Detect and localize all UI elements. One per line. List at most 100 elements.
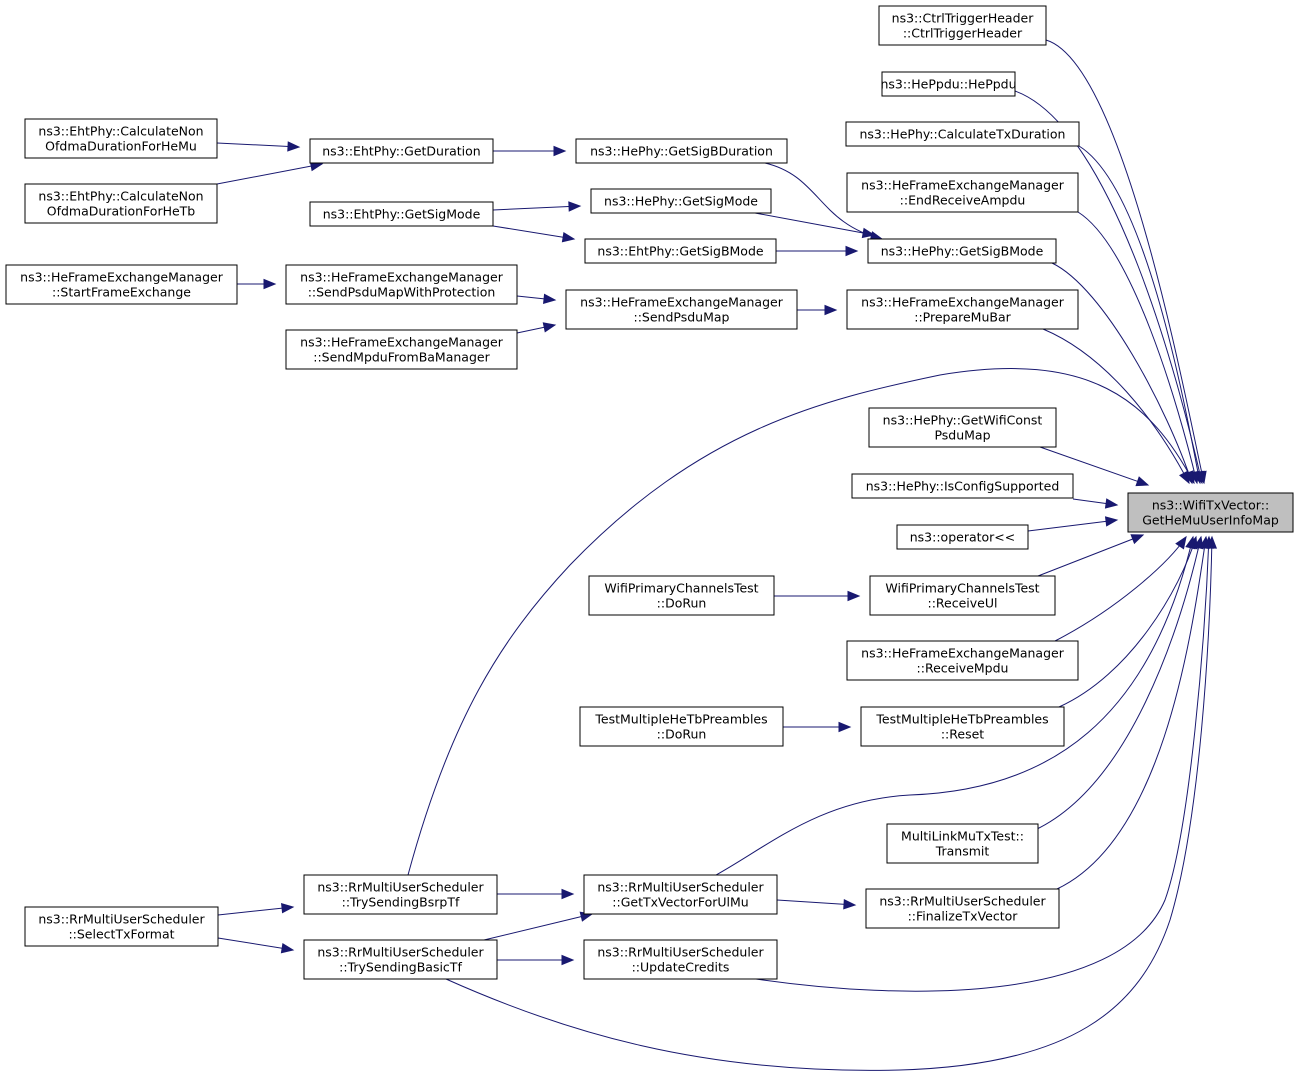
edge-n15-n14 — [516, 293, 557, 305]
edge-arrowhead — [843, 899, 857, 910]
edge-line — [216, 163, 323, 185]
node-label: ns3::HeFrameExchangeManager — [861, 295, 1065, 310]
node-box — [1127, 492, 1294, 533]
node-label: ::TrySendingBsrpTf — [342, 895, 460, 910]
node-label: ns3::HePhy::GetSigBDuration — [590, 144, 773, 159]
node-label: ::SendPsduMap — [634, 310, 730, 325]
function-node[interactable]: ns3::EhtPhy::GetSigMode — [309, 201, 494, 227]
node-label: GetHeMuUserInfoMap — [1142, 513, 1279, 528]
node-box — [590, 188, 772, 214]
node-label: ns3::RrMultiUserScheduler — [317, 945, 484, 960]
function-node[interactable]: ns3::HePhy::GetSigBDuration — [575, 138, 788, 164]
function-node[interactable]: ns3::HeFrameExchangeManager::PrepareMuBa… — [846, 289, 1079, 330]
edge-line — [1056, 536, 1207, 890]
function-node[interactable]: ns3::EhtPhy::CalculateNonOfdmaDurationFo… — [24, 183, 218, 224]
node-label: ::SendMpduFromBaManager — [313, 350, 490, 365]
edge-line — [715, 536, 1194, 876]
function-node[interactable]: ns3::HeFrameExchangeManager::EndReceiveA… — [846, 172, 1079, 213]
function-node[interactable]: MultiLinkMuTxTest::Transmit — [886, 823, 1039, 864]
edge-arrowhead — [845, 245, 859, 257]
function-node[interactable]: ns3::HeFrameExchangeManager::StartFrameE… — [5, 264, 238, 305]
function-node[interactable]: ns3::RrMultiUserScheduler::TrySendingBas… — [303, 939, 498, 980]
node-box — [878, 5, 1047, 46]
edge-n31-n32 — [497, 954, 575, 966]
edge-line — [754, 212, 875, 236]
node-label: ns3::operator<< — [910, 530, 1016, 545]
edge-n19-n0 — [1072, 498, 1119, 509]
edge-arrowhead — [1185, 535, 1196, 550]
node-box — [584, 238, 777, 264]
node-box — [867, 238, 1057, 264]
node-label: ns3::HeFrameExchangeManager — [861, 178, 1065, 193]
function-node[interactable]: ns3::HeFrameExchangeManager::ReceiveMpdu — [846, 640, 1079, 681]
node-label: ns3::WifiTxVector:: — [1152, 498, 1269, 513]
function-node[interactable]: ns3::EhtPhy::CalculateNonOfdmaDurationFo… — [24, 118, 218, 159]
edge-n17-n14 — [516, 322, 557, 334]
edge-n8-n7 — [216, 141, 301, 152]
edge-arrowhead — [281, 903, 295, 914]
edge-arrowhead — [1135, 476, 1150, 487]
function-node[interactable]: ns3::HePhy::GetSigMode — [590, 188, 772, 214]
edge-arrowhead — [847, 590, 861, 602]
edge-n25-n24 — [783, 721, 852, 733]
node-box — [881, 71, 1016, 97]
node-label: ::TrySendingBasicTf — [339, 960, 462, 975]
edge-n24-n0 — [1058, 535, 1198, 708]
function-node[interactable]: ns3::RrMultiUserScheduler::TrySendingBsr… — [303, 874, 498, 915]
function-node[interactable]: ns3::RrMultiUserScheduler::SelectTxForma… — [24, 906, 219, 947]
function-node[interactable]: TestMultipleHeTbPreambles::Reset — [860, 706, 1065, 747]
edge-n9-n7 — [216, 160, 324, 185]
function-node[interactable]: ns3::EhtPhy::GetSigBMode — [584, 238, 777, 264]
edge-n16-n15 — [237, 278, 277, 290]
function-node[interactable]: ns3::HeFrameExchangeManager::SendMpduFro… — [285, 329, 518, 370]
edge-arrowhead — [553, 145, 567, 157]
node-box — [869, 575, 1056, 616]
node-label: ::CtrlTriggerHeader — [903, 26, 1023, 41]
node-label: ::PrepareMuBar — [914, 310, 1011, 325]
node-box — [24, 118, 218, 159]
edge-n7-n6 — [493, 145, 567, 157]
node-label: ns3::EhtPhy::GetDuration — [322, 144, 480, 159]
function-node[interactable]: ns3::EhtPhy::GetDuration — [309, 138, 494, 164]
node-label: TestMultipleHeTbPreambles — [594, 712, 767, 727]
node-box — [575, 138, 788, 164]
function-node[interactable]: ns3::HePhy::CalculateTxDuration — [845, 121, 1080, 147]
node-box — [285, 329, 518, 370]
node-label: ::UpdateCredits — [632, 960, 730, 975]
node-label: WifiPrimaryChannelsTest — [604, 581, 758, 596]
edge-n20-n0 — [1027, 516, 1119, 532]
function-node[interactable]: ns3::HePhy::IsConfigSupported — [851, 473, 1074, 499]
edge-n31-n0 — [445, 535, 1218, 1071]
function-node[interactable]: TestMultipleHeTbPreambles::DoRun — [579, 706, 784, 747]
function-node[interactable]: ns3::RrMultiUserScheduler::UpdateCredits — [583, 939, 778, 980]
edge-line — [755, 536, 1210, 992]
edge-arrowhead — [1130, 534, 1145, 545]
edge-arrowhead — [1104, 498, 1119, 509]
root-function-node[interactable]: ns3::WifiTxVector::GetHeMuUserInfoMap — [1127, 492, 1294, 533]
function-node[interactable]: ns3::CtrlTriggerHeader::CtrlTriggerHeade… — [878, 5, 1047, 46]
edge-line — [1078, 145, 1201, 484]
function-node[interactable]: ns3::HeFrameExchangeManager::SendPsduMap… — [285, 264, 518, 305]
function-node[interactable]: ns3::HePhy::GetSigBMode — [867, 238, 1057, 264]
function-node[interactable]: ns3::HePpdu::HePpdu — [880, 71, 1017, 97]
function-node[interactable]: ns3::RrMultiUserScheduler::GetTxVectorFo… — [583, 874, 778, 915]
edge-arrowhead — [561, 888, 575, 900]
node-label: ::SendPsduMapWithProtection — [308, 285, 496, 300]
node-box — [846, 289, 1079, 330]
edge-line — [1027, 519, 1118, 532]
function-node[interactable]: WifiPrimaryChannelsTest::DoRun — [588, 575, 775, 616]
node-label: Transmit — [935, 844, 990, 859]
node-label: TestMultipleHeTbPreambles — [875, 712, 1048, 727]
function-node[interactable]: ns3::operator<< — [896, 524, 1029, 550]
edge-n14-n13 — [797, 304, 838, 316]
function-node[interactable]: ns3::HeFrameExchangeManager::SendPsduMap — [565, 289, 798, 330]
node-label: ::StartFrameExchange — [52, 285, 191, 300]
edge-line — [216, 142, 300, 148]
node-label: ns3::HeFrameExchangeManager — [580, 295, 784, 310]
function-node[interactable]: ns3::RrMultiUserScheduler::FinalizeTxVec… — [865, 888, 1060, 929]
node-label: ns3::RrMultiUserScheduler — [597, 945, 764, 960]
node-box — [303, 874, 498, 915]
edge-n30-n29 — [217, 903, 295, 916]
function-node[interactable]: WifiPrimaryChannelsTest::ReceiveUl — [869, 575, 1056, 616]
